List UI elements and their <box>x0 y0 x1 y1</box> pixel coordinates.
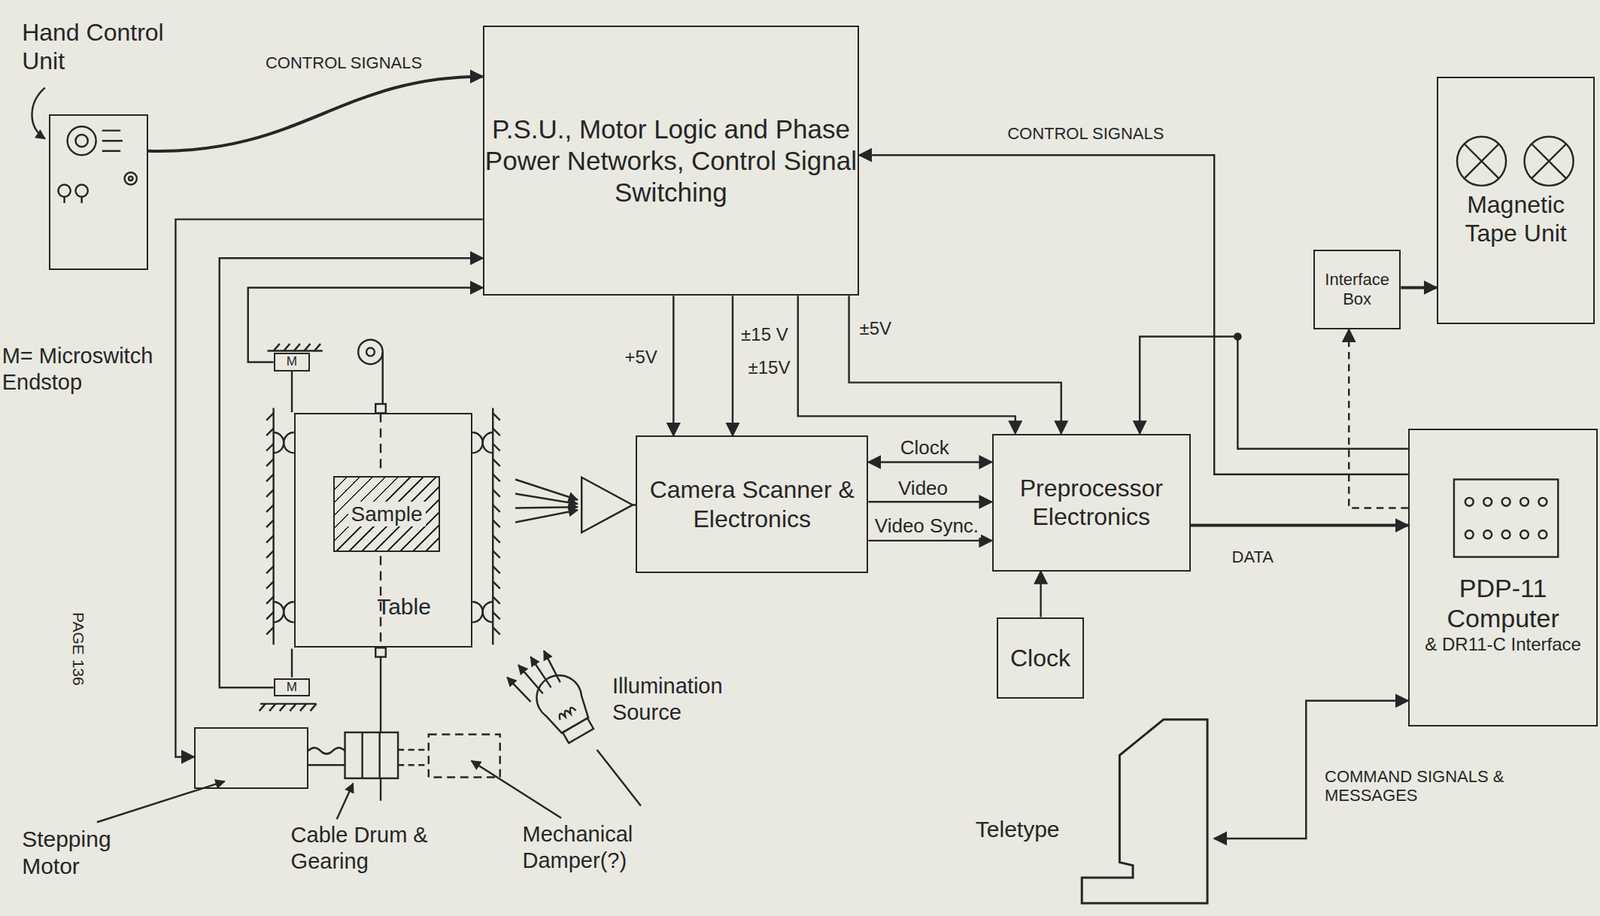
node-label: Stepping Motor <box>21 825 145 881</box>
signal-label: CONTROL SIGNALS <box>1004 124 1166 143</box>
node-box: PDP-11 Computer& DR11-C Interface <box>1408 428 1598 727</box>
annotation-label: Cable Drum & Gearing <box>291 822 444 875</box>
signal-label: CONTROL SIGNALS <box>263 53 425 73</box>
node-box: Sample <box>333 476 441 553</box>
node-box: Table Sample <box>294 412 473 648</box>
node-box: M <box>273 352 311 371</box>
node-label: Magnetic Tape Unit <box>1438 190 1594 249</box>
annotation-label: M= Microswitch Endstop <box>2 343 181 396</box>
connector <box>148 76 483 152</box>
leader-line <box>471 761 562 819</box>
node-box: M <box>273 678 311 697</box>
node-label: Table <box>376 593 459 621</box>
connector <box>219 258 483 688</box>
signal-label: ±5V <box>856 318 894 340</box>
node-label: P.S.U., Motor Logic and Phase Power Netw… <box>484 113 859 209</box>
table-rails <box>266 408 501 646</box>
node-label: Interface Box <box>1314 270 1400 310</box>
annotation-label: Mechanical Damper(?) <box>522 821 676 875</box>
node-label: Camera Scanner & Electronics <box>637 475 867 534</box>
signal-label: ±15 V <box>738 324 791 346</box>
connector <box>1400 285 1437 289</box>
node-box: P.S.U., Motor Logic and Phase Power Netw… <box>482 25 860 296</box>
connector <box>798 295 1016 434</box>
microswitch-mount <box>259 343 323 711</box>
node-box: Interface Box <box>1313 249 1402 330</box>
leader-line <box>597 749 641 807</box>
connector <box>175 219 483 758</box>
signal-label: DATA <box>1229 547 1276 567</box>
connector <box>1039 571 1042 618</box>
node-label: Preprocessor Electronics <box>993 473 1191 532</box>
connector <box>868 540 992 542</box>
annotation-label: PAGE 136 <box>68 612 88 687</box>
node-label: M <box>286 354 298 371</box>
signal-label: Clock <box>898 437 952 460</box>
node-label: PDP-11 Computer <box>1409 573 1597 635</box>
node-box: Stepping Motor <box>194 727 309 789</box>
connector <box>1139 337 1409 450</box>
node-label: & DR11-C Interface <box>1424 634 1582 656</box>
tape-reels <box>1457 136 1574 186</box>
connector <box>868 500 992 503</box>
node-box: Hand Control Unit <box>48 114 149 271</box>
node-box: Teletype <box>969 714 1215 907</box>
camera-rays <box>515 477 636 533</box>
cable-drum <box>308 732 501 779</box>
node-box: Clock <box>996 617 1084 700</box>
damper-outline <box>428 734 501 778</box>
teletype-outline <box>969 714 1215 907</box>
connector <box>868 461 992 463</box>
node-label: M <box>286 680 298 696</box>
leader-line <box>337 783 354 820</box>
connector <box>731 295 734 436</box>
signal-label: Video <box>895 477 951 501</box>
node-label: Hand Control Unit <box>21 18 206 76</box>
node-box: Magnetic Tape Unit <box>1436 76 1595 325</box>
node-label: Sample <box>348 501 426 528</box>
lens-symbol <box>581 477 633 533</box>
node-label: Clock <box>1010 643 1071 673</box>
signal-label: ±15V <box>746 357 793 379</box>
connector <box>849 295 1062 434</box>
illumination-lamp <box>528 667 602 747</box>
signal-label: Video Sync. <box>872 515 981 538</box>
light-rays <box>507 650 561 702</box>
signal-label: COMMAND SIGNALS & MESSAGES <box>1322 767 1547 806</box>
node-box: Camera Scanner & Electronics <box>635 435 869 574</box>
connector <box>1190 523 1409 527</box>
connector <box>672 295 675 436</box>
connector <box>248 287 483 362</box>
connector <box>859 154 1409 475</box>
node-box: Preprocessor Electronics <box>992 434 1192 572</box>
node-label: Teletype <box>975 816 1082 844</box>
computer-panel <box>1454 479 1558 557</box>
annotation-label: Illumination Source <box>612 673 766 726</box>
connector <box>1348 329 1409 508</box>
signal-label: +5V <box>622 346 659 368</box>
leader-line <box>31 88 45 140</box>
hand-control-internals <box>57 126 137 204</box>
